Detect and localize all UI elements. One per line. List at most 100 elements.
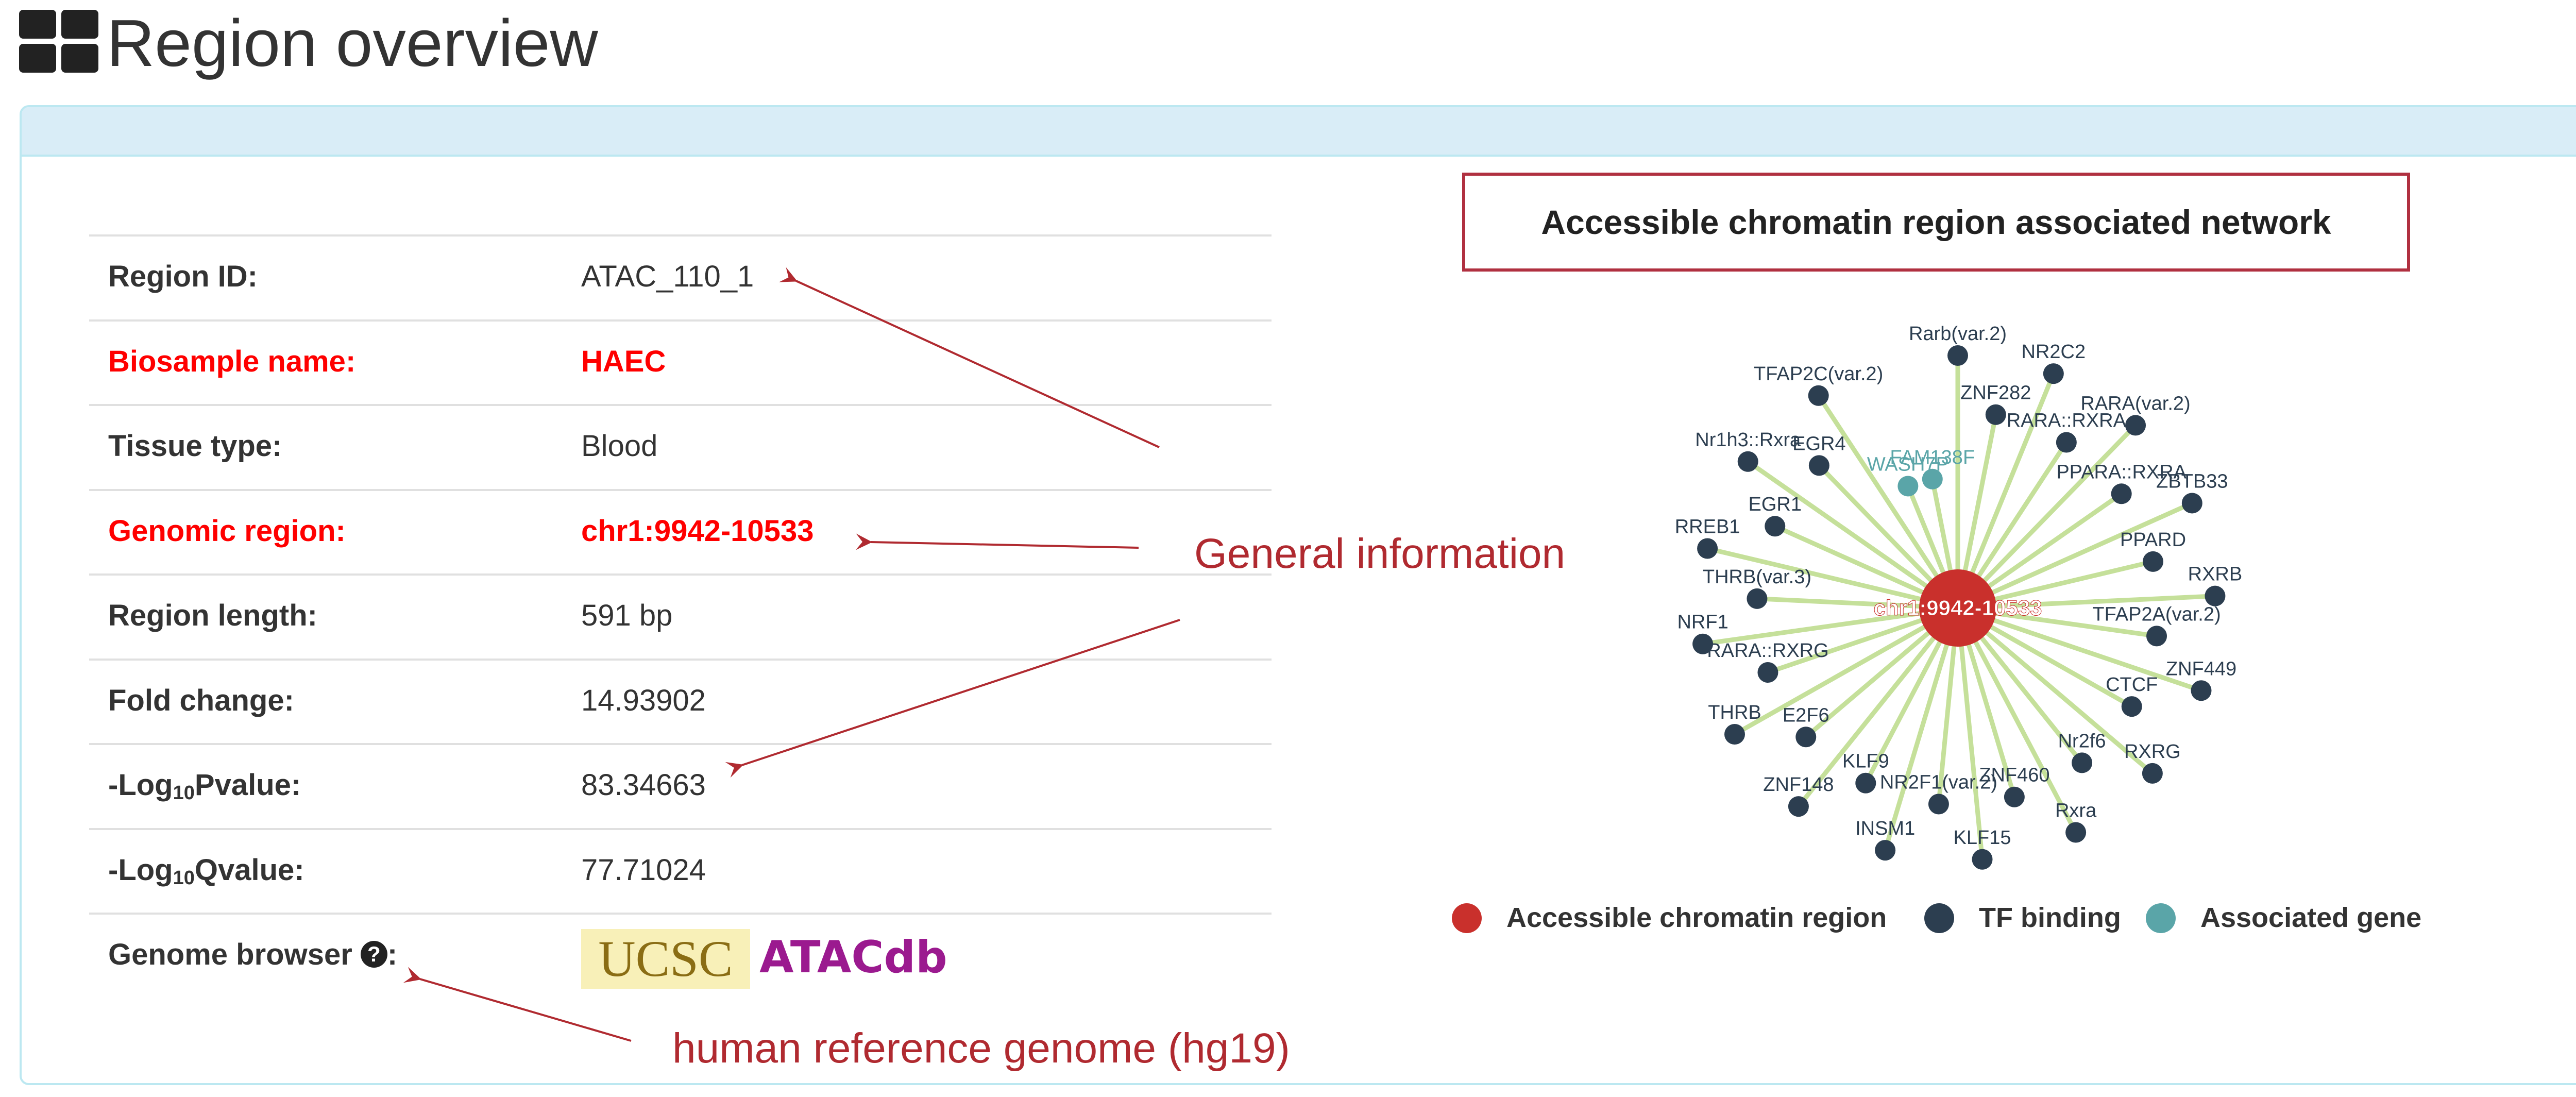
- legend-label: Accessible chromatin region: [1506, 902, 1887, 933]
- legend-label: Associated gene: [2200, 902, 2422, 933]
- tf-node[interactable]: [2065, 822, 2087, 843]
- node-label: THRB: [1708, 702, 1761, 723]
- node-label: NR2C2: [2022, 341, 2086, 363]
- gene-node[interactable]: [1897, 476, 1919, 497]
- tf-node[interactable]: [1985, 404, 2006, 425]
- ucsc-link[interactable]: UCSC: [581, 929, 750, 989]
- table-row-label: Region length:: [108, 599, 317, 632]
- gene-node[interactable]: [1922, 468, 1943, 490]
- table-row-divider: [89, 319, 1272, 322]
- node-label: TFAP2A(var.2): [2092, 603, 2221, 625]
- network-edge: [1956, 424, 2138, 610]
- node-label: ZBTB33: [2156, 470, 2228, 492]
- network-edge: [1955, 607, 1985, 860]
- node-label: Nr1h3::Rxra: [1695, 429, 1801, 451]
- table-row-label: Biosample name:: [108, 344, 356, 378]
- network-edge: [1957, 605, 2202, 693]
- tf-node[interactable]: [1747, 588, 1768, 609]
- network-edge: [1797, 606, 1960, 808]
- table-row-divider: [89, 828, 1272, 830]
- tf-node[interactable]: [1692, 633, 1714, 654]
- network-graph[interactable]: Rarb(var.2)ZNF282NR2C2RARA::RXRARARA(var…: [1649, 309, 2267, 876]
- tf-node[interactable]: [1765, 516, 1786, 537]
- tf-node[interactable]: [1795, 727, 1817, 748]
- atacdb-link[interactable]: ATACdb: [759, 932, 947, 983]
- node-label: ZNF460: [1979, 765, 2049, 786]
- tf-node[interactable]: [1757, 662, 1778, 683]
- table-row-label: -Log10Pvalue:: [108, 768, 301, 804]
- node-label: EGR4: [1792, 433, 1845, 454]
- tf-node[interactable]: [2125, 415, 2146, 436]
- table-row-label: Tissue type:: [108, 429, 282, 463]
- tf-node[interactable]: [1972, 849, 1993, 870]
- network-edge: [1707, 546, 1959, 611]
- table-row-value: ATAC_110_1: [581, 260, 754, 293]
- question-circle-icon[interactable]: ?: [360, 941, 387, 968]
- node-label: TFAP2C(var.2): [1754, 363, 1883, 385]
- tf-node[interactable]: [1808, 455, 1829, 476]
- tf-node[interactable]: [2004, 786, 2025, 807]
- tf-node[interactable]: [2111, 483, 2132, 504]
- tf-node[interactable]: [2142, 763, 2163, 784]
- tf-node[interactable]: [2205, 585, 2226, 606]
- legend-dot: [2146, 903, 2176, 933]
- node-label: ZNF148: [1763, 774, 1834, 796]
- network-edge: [1733, 606, 1959, 736]
- region-node-label: chr1:9942-10533: [1874, 596, 2042, 620]
- node-label: NR2F1(var.2): [1880, 771, 1997, 793]
- tf-node[interactable]: [1724, 724, 1745, 745]
- network-edge: [1702, 605, 1958, 647]
- table-row-value: 14.93902: [581, 683, 706, 717]
- node-label: E2F6: [1783, 704, 1829, 726]
- node-label: CTCF: [2106, 674, 2158, 696]
- page-title: Region overview: [107, 6, 598, 80]
- node-label: KLF15: [1954, 827, 2011, 849]
- reference-genome-annotation: human reference genome (hg19): [672, 1025, 1290, 1072]
- tf-node[interactable]: [1808, 385, 1829, 406]
- node-label: PPARA::RXRA: [2056, 461, 2187, 483]
- network-title: Accessible chromatin region associated n…: [1541, 203, 2331, 241]
- tf-node[interactable]: [1928, 794, 1949, 815]
- network-edge: [1883, 607, 1960, 851]
- table-row-divider: [89, 404, 1272, 406]
- tf-node[interactable]: [1737, 451, 1758, 472]
- table-row-value: chr1:9942-10533: [581, 514, 814, 548]
- table-row-value: 77.71024: [581, 853, 706, 887]
- tf-node[interactable]: [1788, 796, 1809, 817]
- node-label: THRB(var.3): [1703, 566, 1811, 588]
- table-row-divider: [89, 658, 1272, 661]
- general-information-annotation: General information: [1194, 530, 1566, 577]
- region-node[interactable]: [1919, 569, 1996, 647]
- genome-browser-label: Genome browser?:: [108, 938, 398, 971]
- network-edge: [1955, 373, 2056, 609]
- table-row-label: Genomic region:: [108, 514, 346, 548]
- node-label: PPARD: [2120, 529, 2186, 551]
- tf-node[interactable]: [2072, 752, 2093, 773]
- tf-node[interactable]: [2191, 680, 2212, 701]
- legend-dot: [1452, 903, 1482, 933]
- node-label: ZNF449: [2166, 658, 2236, 680]
- panel-heading: [22, 107, 2576, 157]
- tf-node[interactable]: [1875, 840, 1896, 861]
- tf-node[interactable]: [1855, 772, 1876, 794]
- tf-node[interactable]: [2181, 493, 2202, 514]
- network-edge: [1816, 394, 1960, 610]
- legend-dot: [1924, 903, 1954, 933]
- tf-node[interactable]: [1947, 345, 1968, 366]
- node-label: Nr2f6: [2058, 730, 2106, 752]
- node-label: RREB1: [1675, 516, 1740, 537]
- tf-node[interactable]: [2143, 551, 2164, 572]
- tf-node[interactable]: [2056, 432, 2077, 453]
- tf-node[interactable]: [1697, 538, 1718, 559]
- node-label: KLF9: [1842, 751, 1889, 772]
- node-label: FAM138F: [1890, 447, 1975, 468]
- node-label: ZNF282: [1960, 382, 2031, 404]
- table-row-divider: [89, 234, 1272, 237]
- node-label: INSM1: [1855, 818, 1915, 839]
- tf-node[interactable]: [2043, 363, 2064, 384]
- legend-label: TF binding: [1979, 902, 2121, 933]
- table-row-value: 83.34663: [581, 768, 706, 802]
- table-row-label: Region ID:: [108, 260, 258, 293]
- tf-node[interactable]: [2121, 696, 2142, 717]
- tf-node[interactable]: [2146, 626, 2167, 647]
